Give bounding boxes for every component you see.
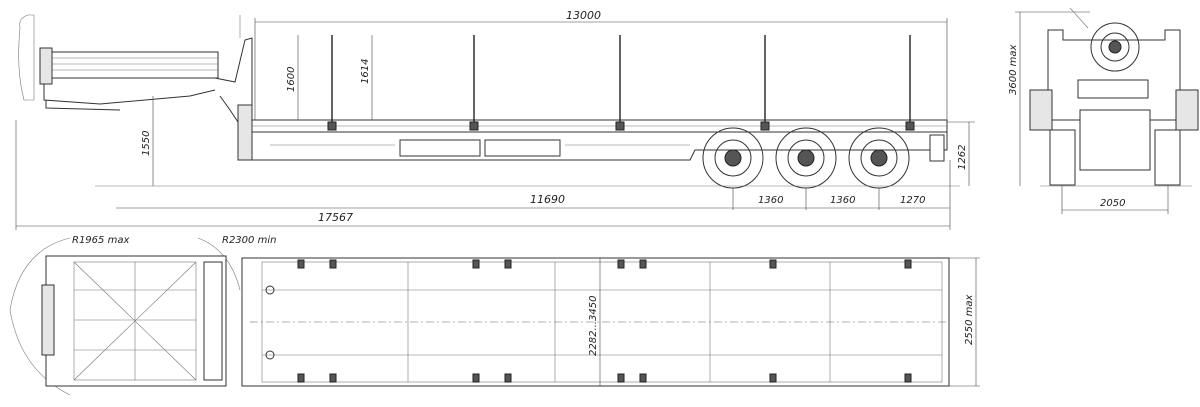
- dim-axle-spacing-1: 1360: [758, 195, 783, 206]
- dim-rear-overhang: 1270: [900, 195, 925, 206]
- rear-wheel-left: [1049, 129, 1076, 186]
- top-view: R1965 max R2300 min: [9, 235, 980, 396]
- dim-deck-width-range: 2282...3450: [588, 296, 599, 356]
- dim-overall-width: 2550 max: [964, 295, 975, 345]
- dim-deck-length: 13000: [566, 9, 601, 22]
- dim-axle-spacing-2: 1360: [830, 195, 855, 206]
- dim-overall-length: 17567: [318, 211, 353, 224]
- dim-rear-height: 3600 max: [1008, 45, 1019, 95]
- front-radius-arc: [9, 237, 71, 396]
- rear-bumper: [929, 134, 945, 162]
- gooseneck-top: [45, 255, 227, 387]
- tractor-cab-outline: [18, 14, 35, 101]
- stakes: [327, 35, 915, 131]
- front-bulkhead: [39, 47, 53, 85]
- spare-wheel-outer: [1090, 22, 1140, 72]
- rear-underbody: [1079, 109, 1151, 171]
- rear-wheel-right: [1154, 129, 1181, 186]
- gooseneck-lower-frame: [43, 84, 216, 105]
- gooseneck-winch: [203, 261, 223, 381]
- dim-turning-radius: R2300 min: [222, 235, 276, 246]
- gooseneck-platform: [47, 51, 219, 79]
- deck-main-beam: [251, 132, 948, 161]
- rear-bumper-plate: [1077, 79, 1149, 99]
- stake-pockets: [297, 259, 912, 383]
- side-wheels: [702, 127, 910, 189]
- gooseneck-support: [237, 104, 253, 161]
- rear-view: 3600 max 2050: [1008, 7, 1199, 214]
- dim-front-radius: R1965 max: [72, 235, 129, 246]
- side-view: 13000 1600 1614 1550 1262 11690 1360 136…: [15, 9, 975, 230]
- toolbox-1: [399, 139, 481, 157]
- dim-track-width: 2050: [1100, 198, 1125, 209]
- toolbox-2: [484, 139, 561, 157]
- dim-stake-height-1: 1600: [286, 67, 297, 92]
- dim-stake-height-2: 1614: [360, 59, 371, 84]
- dim-deck-height: 1262: [957, 145, 968, 170]
- dim-gooseneck-height: 1550: [141, 131, 152, 156]
- gooseneck-neck: [214, 37, 253, 126]
- dim-wheelbase: 11690: [530, 193, 565, 206]
